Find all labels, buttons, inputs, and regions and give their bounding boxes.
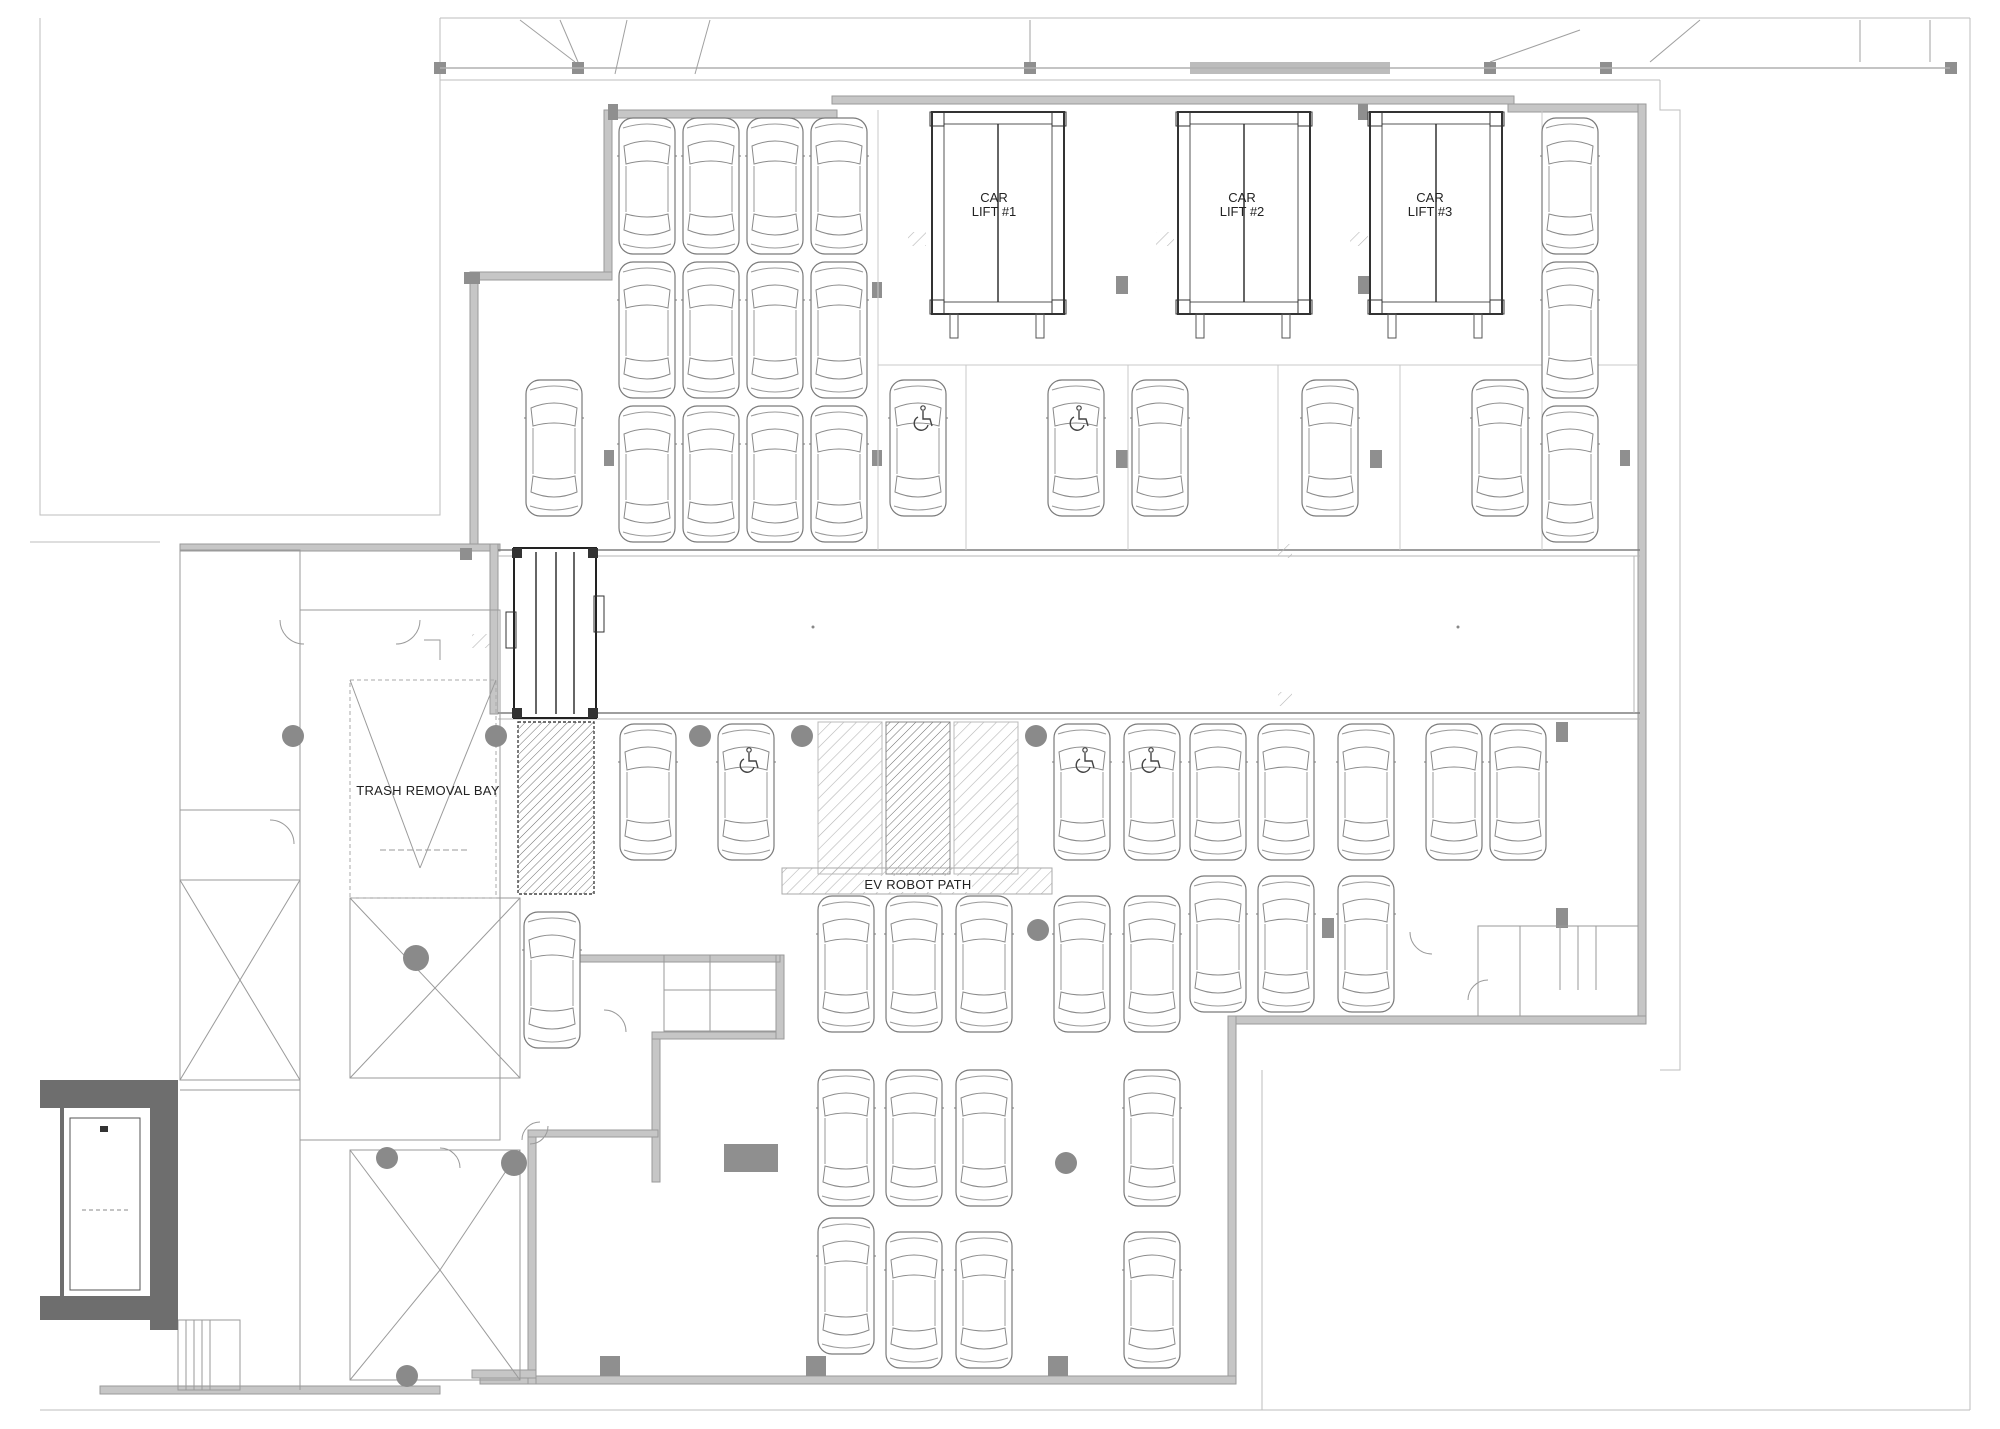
car-lift-1-label-line2: LIFT #1 (972, 204, 1017, 219)
facade-columns (434, 19, 1957, 75)
car (1121, 723, 1183, 861)
car (1469, 379, 1531, 517)
car (1423, 723, 1485, 861)
car (616, 261, 678, 399)
car (883, 895, 945, 1033)
car-lift-3: CAR LIFT #3 (1367, 111, 1505, 339)
car (616, 117, 678, 255)
car (883, 1231, 945, 1369)
trash-lift-platform (505, 547, 605, 719)
car (1299, 379, 1361, 517)
car (1045, 379, 1107, 517)
car (1539, 117, 1601, 255)
car (1255, 875, 1317, 1013)
car (1187, 875, 1249, 1013)
car (883, 1069, 945, 1207)
car (953, 1231, 1015, 1369)
structural-columns (460, 104, 1630, 1376)
car (1255, 723, 1317, 861)
car (887, 379, 949, 517)
elevator-core (40, 1080, 178, 1330)
car (521, 911, 583, 1049)
car-lift-3-label-line2: LIFT #3 (1408, 204, 1453, 219)
drive-aisle (498, 544, 1640, 720)
car (1121, 895, 1183, 1033)
car-lift-2: CAR LIFT #2 (1175, 111, 1313, 339)
car (1487, 723, 1549, 861)
car (815, 1069, 877, 1207)
misc-hatches (472, 232, 1368, 648)
car (1539, 405, 1601, 543)
car-lift-1: CAR LIFT #1 (929, 111, 1067, 339)
car (744, 261, 806, 399)
car (523, 379, 585, 517)
car (616, 405, 678, 543)
car (1335, 723, 1397, 861)
car (815, 895, 877, 1033)
trash-removal-bay-label: TRASH REMOVAL BAY (356, 783, 500, 798)
car (815, 1217, 877, 1355)
car (1051, 723, 1113, 861)
walls (99, 95, 1647, 1395)
car-lift-2-label-line2: LIFT #2 (1220, 204, 1265, 219)
car (744, 117, 806, 255)
car (953, 895, 1015, 1033)
round-columns (282, 725, 1077, 1387)
car-lift-1-label-line1: CAR (980, 190, 1007, 205)
car (1187, 723, 1249, 861)
car-lift-3-label-line1: CAR (1416, 190, 1443, 205)
car (1335, 875, 1397, 1013)
car (808, 405, 870, 543)
car (680, 405, 742, 543)
car (953, 1069, 1015, 1207)
car (680, 261, 742, 399)
car (1121, 1231, 1183, 1369)
car (808, 117, 870, 255)
car (1121, 1069, 1183, 1207)
car (715, 723, 777, 861)
car (1051, 895, 1113, 1033)
car (744, 405, 806, 543)
car-lift-2-label-line1: CAR (1228, 190, 1255, 205)
service-rooms (177, 549, 1639, 1391)
car (680, 117, 742, 255)
ev-robot-path-label: EV ROBOT PATH (864, 877, 971, 892)
ev-robot-zone: EV ROBOT PATH (517, 721, 1053, 895)
site-lines (30, 17, 1971, 1411)
car (617, 723, 679, 861)
car (808, 261, 870, 399)
car (1129, 379, 1191, 517)
car (1539, 261, 1601, 399)
